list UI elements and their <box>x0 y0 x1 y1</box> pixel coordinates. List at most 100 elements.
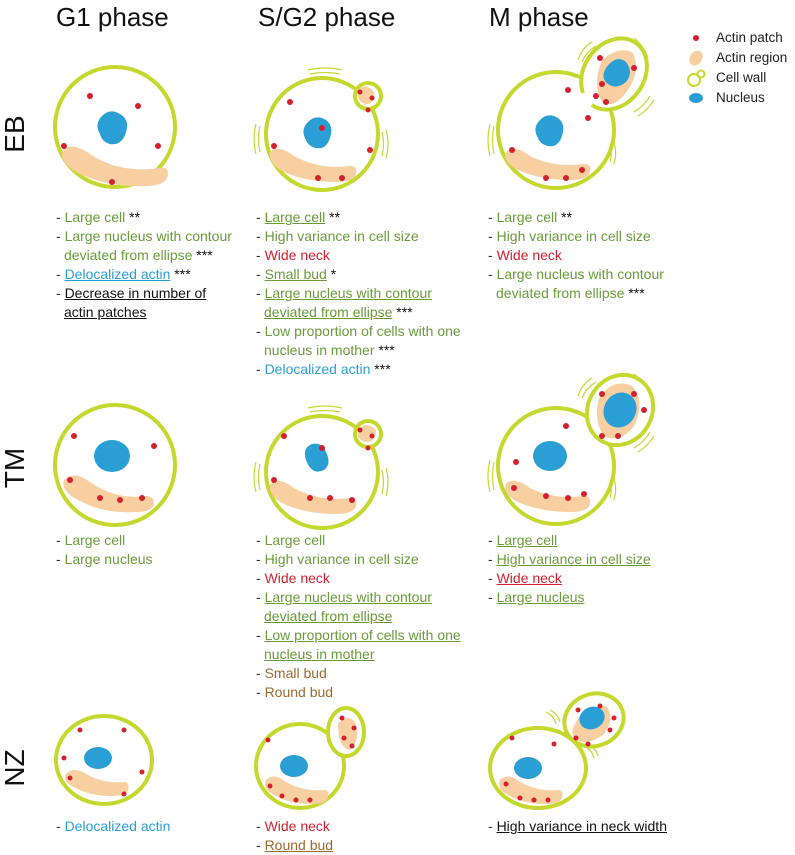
bullet-dash: - <box>256 532 265 548</box>
nucleus <box>535 115 564 147</box>
description-line: - Large nucleus with contour <box>56 227 232 246</box>
row-label-tm: TM <box>0 447 30 489</box>
description-text: Low proportion of cells with one <box>264 323 461 339</box>
bullet-dash: - <box>256 285 265 301</box>
description-text: Decrease in number of <box>64 285 207 301</box>
bullet-dash: - <box>56 532 65 548</box>
significance-stars: *** <box>192 247 213 263</box>
description-line: - Wide neck <box>256 246 461 265</box>
bullet-dash: - <box>488 570 497 586</box>
description-text: Large cell <box>496 532 558 548</box>
description-text: Low proportion of cells with one <box>264 627 461 643</box>
description-line: - Low proportion of cells with one <box>256 626 461 645</box>
description-line: - Small bud <box>256 664 461 683</box>
bullet-dash: - <box>488 589 497 605</box>
description-line: nucleus in mother <box>256 645 461 664</box>
description-line: - Decrease in number of <box>56 284 232 303</box>
description-text: High variance in cell size <box>496 551 651 567</box>
significance-stars: ** <box>325 209 341 225</box>
phase-title-g1: G1 phase <box>56 2 169 32</box>
bullet-dash: - <box>256 551 265 567</box>
description-text: Large cell <box>64 532 126 548</box>
description-line: - High variance in neck width <box>488 817 667 836</box>
actin-patches <box>271 427 375 503</box>
actin-region <box>61 146 168 187</box>
desc-nz-sg2: - Wide neck- Round bud <box>256 817 333 855</box>
description-line: deviated from ellipse *** <box>56 246 232 265</box>
desc-tm-m: - Large cell- High variance in cell size… <box>488 531 651 607</box>
bullet-dash: - <box>256 589 265 605</box>
description-text: Large nucleus with contour <box>264 589 432 605</box>
actin-region <box>269 148 357 182</box>
bullet-dash: - <box>56 209 65 225</box>
actin-region-icon <box>689 50 703 66</box>
legend-label: Cell wall <box>716 70 767 85</box>
nucleus <box>514 757 542 779</box>
description-text: actin patches <box>64 304 147 320</box>
description-text: Round bud <box>264 684 334 700</box>
description-text: High variance in cell size <box>496 228 651 244</box>
bullet-dash: - <box>56 551 65 567</box>
bullet-dash: - <box>256 209 265 225</box>
legend: Actin patch Actin region Cell wall Nucle… <box>686 28 787 108</box>
description-line: - Small bud * <box>256 265 461 284</box>
cell-nz-g1 <box>54 714 154 806</box>
legend-label: Actin patch <box>716 30 783 45</box>
legend-item-cell-wall: Cell wall <box>686 68 787 88</box>
description-line: - High variance in cell size <box>256 227 461 246</box>
description-line: - Low proportion of cells with one <box>256 322 461 341</box>
description-text: Large nucleus with contour <box>264 285 432 301</box>
nucleus <box>94 440 130 472</box>
nucleus <box>533 441 567 471</box>
bullet-dash: - <box>56 818 65 834</box>
actin-region <box>499 776 563 804</box>
legend-label: Nucleus <box>716 90 765 105</box>
bullet-dash: - <box>256 361 265 377</box>
cell-tm-g1 <box>53 403 177 527</box>
description-text: Large cell <box>496 209 558 225</box>
legend-label: Actin region <box>716 50 788 65</box>
nucleus <box>84 747 112 769</box>
bullet-dash: - <box>488 266 497 282</box>
actin-region <box>65 770 129 796</box>
description-line: - High variance in cell size <box>256 550 461 569</box>
description-line: - Large nucleus with contour <box>256 284 461 303</box>
cell-tm-m <box>487 372 656 526</box>
cell-nz-m <box>488 691 626 810</box>
desc-eb-m: - Large cell **- High variance in cell s… <box>488 208 664 303</box>
actin-patches <box>511 391 647 501</box>
significance-stars: *** <box>624 285 645 301</box>
actin-patches <box>503 703 617 803</box>
nucleus <box>603 392 637 428</box>
description-line: - Wide neck <box>488 246 664 265</box>
bullet-dash: - <box>256 837 265 853</box>
significance-stars: ** <box>557 209 573 225</box>
actin-region <box>338 718 358 750</box>
description-line: - Delocalized actin *** <box>256 360 461 379</box>
description-line: - Large cell <box>488 531 651 550</box>
desc-nz-g1: - Delocalized actin <box>56 817 170 836</box>
description-line: - Large nucleus <box>56 550 153 569</box>
bullet-dash: - <box>56 266 65 282</box>
legend-item-nucleus: Nucleus <box>686 88 787 108</box>
phase-title-m: M phase <box>489 2 589 32</box>
description-text: Large nucleus with contour <box>496 266 664 282</box>
description-line: - Delocalized actin *** <box>56 265 232 284</box>
cell-nz-sg2 <box>254 706 366 810</box>
description-line: - Round bud <box>256 683 461 702</box>
nucleus-icon <box>689 93 703 103</box>
description-line: - Wide neck <box>256 569 461 588</box>
description-text: Large cell <box>264 532 326 548</box>
description-text: Small bud <box>264 266 327 282</box>
nucleus <box>97 111 128 145</box>
description-text: Round bud <box>264 837 334 853</box>
nucleus <box>280 755 308 777</box>
description-text: deviated from ellipse <box>264 608 393 624</box>
significance-stars: * <box>326 266 337 282</box>
description-text: Wide neck <box>264 570 330 586</box>
description-text: nucleus in mother <box>264 646 375 662</box>
actin-patches <box>67 433 157 503</box>
bullet-dash: - <box>256 570 265 586</box>
description-text: High variance in cell size <box>264 228 419 244</box>
description-line: - High variance in cell size <box>488 550 651 569</box>
